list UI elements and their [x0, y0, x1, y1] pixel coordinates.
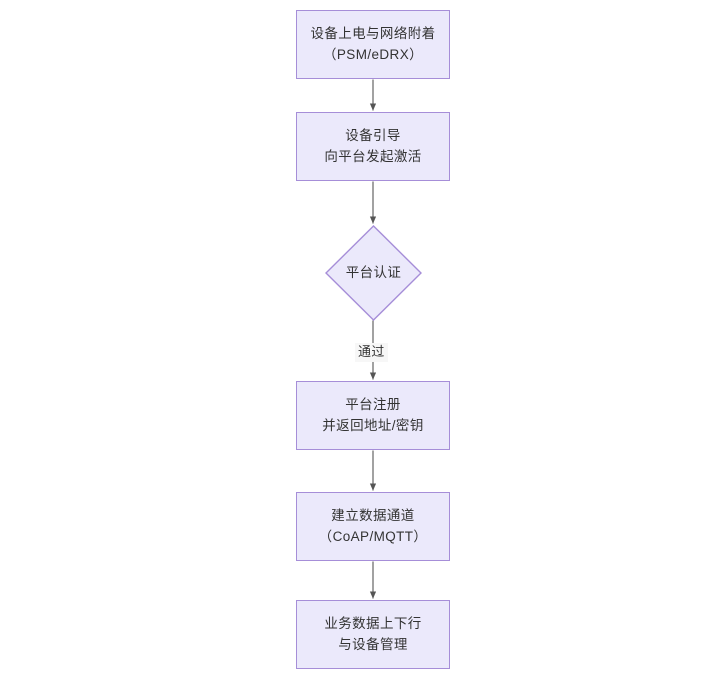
node-power-on-line1: 设备上电与网络附着: [310, 25, 436, 41]
node-platform-auth-label: 平台认证: [345, 264, 402, 280]
node-service-data-line2: 与设备管理: [338, 636, 408, 652]
node-data-channel-line1: 建立数据通道: [331, 507, 415, 523]
node-power-on[interactable]: 设备上电与网络附着 （PSM/eDRX）: [296, 10, 450, 79]
node-power-on-line2: （PSM/eDRX）: [322, 46, 424, 62]
node-platform-register[interactable]: 平台注册 并返回地址/密钥: [296, 381, 450, 450]
node-service-data[interactable]: 业务数据上下行 与设备管理: [296, 600, 450, 669]
node-bootstrap-line2: 向平台发起激活: [324, 148, 422, 164]
node-platform-register-line2: 并返回地址/密钥: [322, 417, 424, 433]
edge-label-pass: 通过: [355, 343, 388, 362]
node-service-data-line1: 业务数据上下行: [324, 615, 422, 631]
node-platform-auth[interactable]: 平台认证: [325, 225, 422, 321]
node-bootstrap[interactable]: 设备引导 向平台发起激活: [296, 112, 450, 181]
node-bootstrap-line1: 设备引导: [345, 127, 401, 143]
node-data-channel[interactable]: 建立数据通道 （CoAP/MQTT）: [296, 492, 450, 561]
node-platform-register-line1: 平台注册: [345, 396, 401, 412]
node-data-channel-line2: （CoAP/MQTT）: [318, 528, 428, 544]
diamond-shape: [325, 225, 422, 321]
